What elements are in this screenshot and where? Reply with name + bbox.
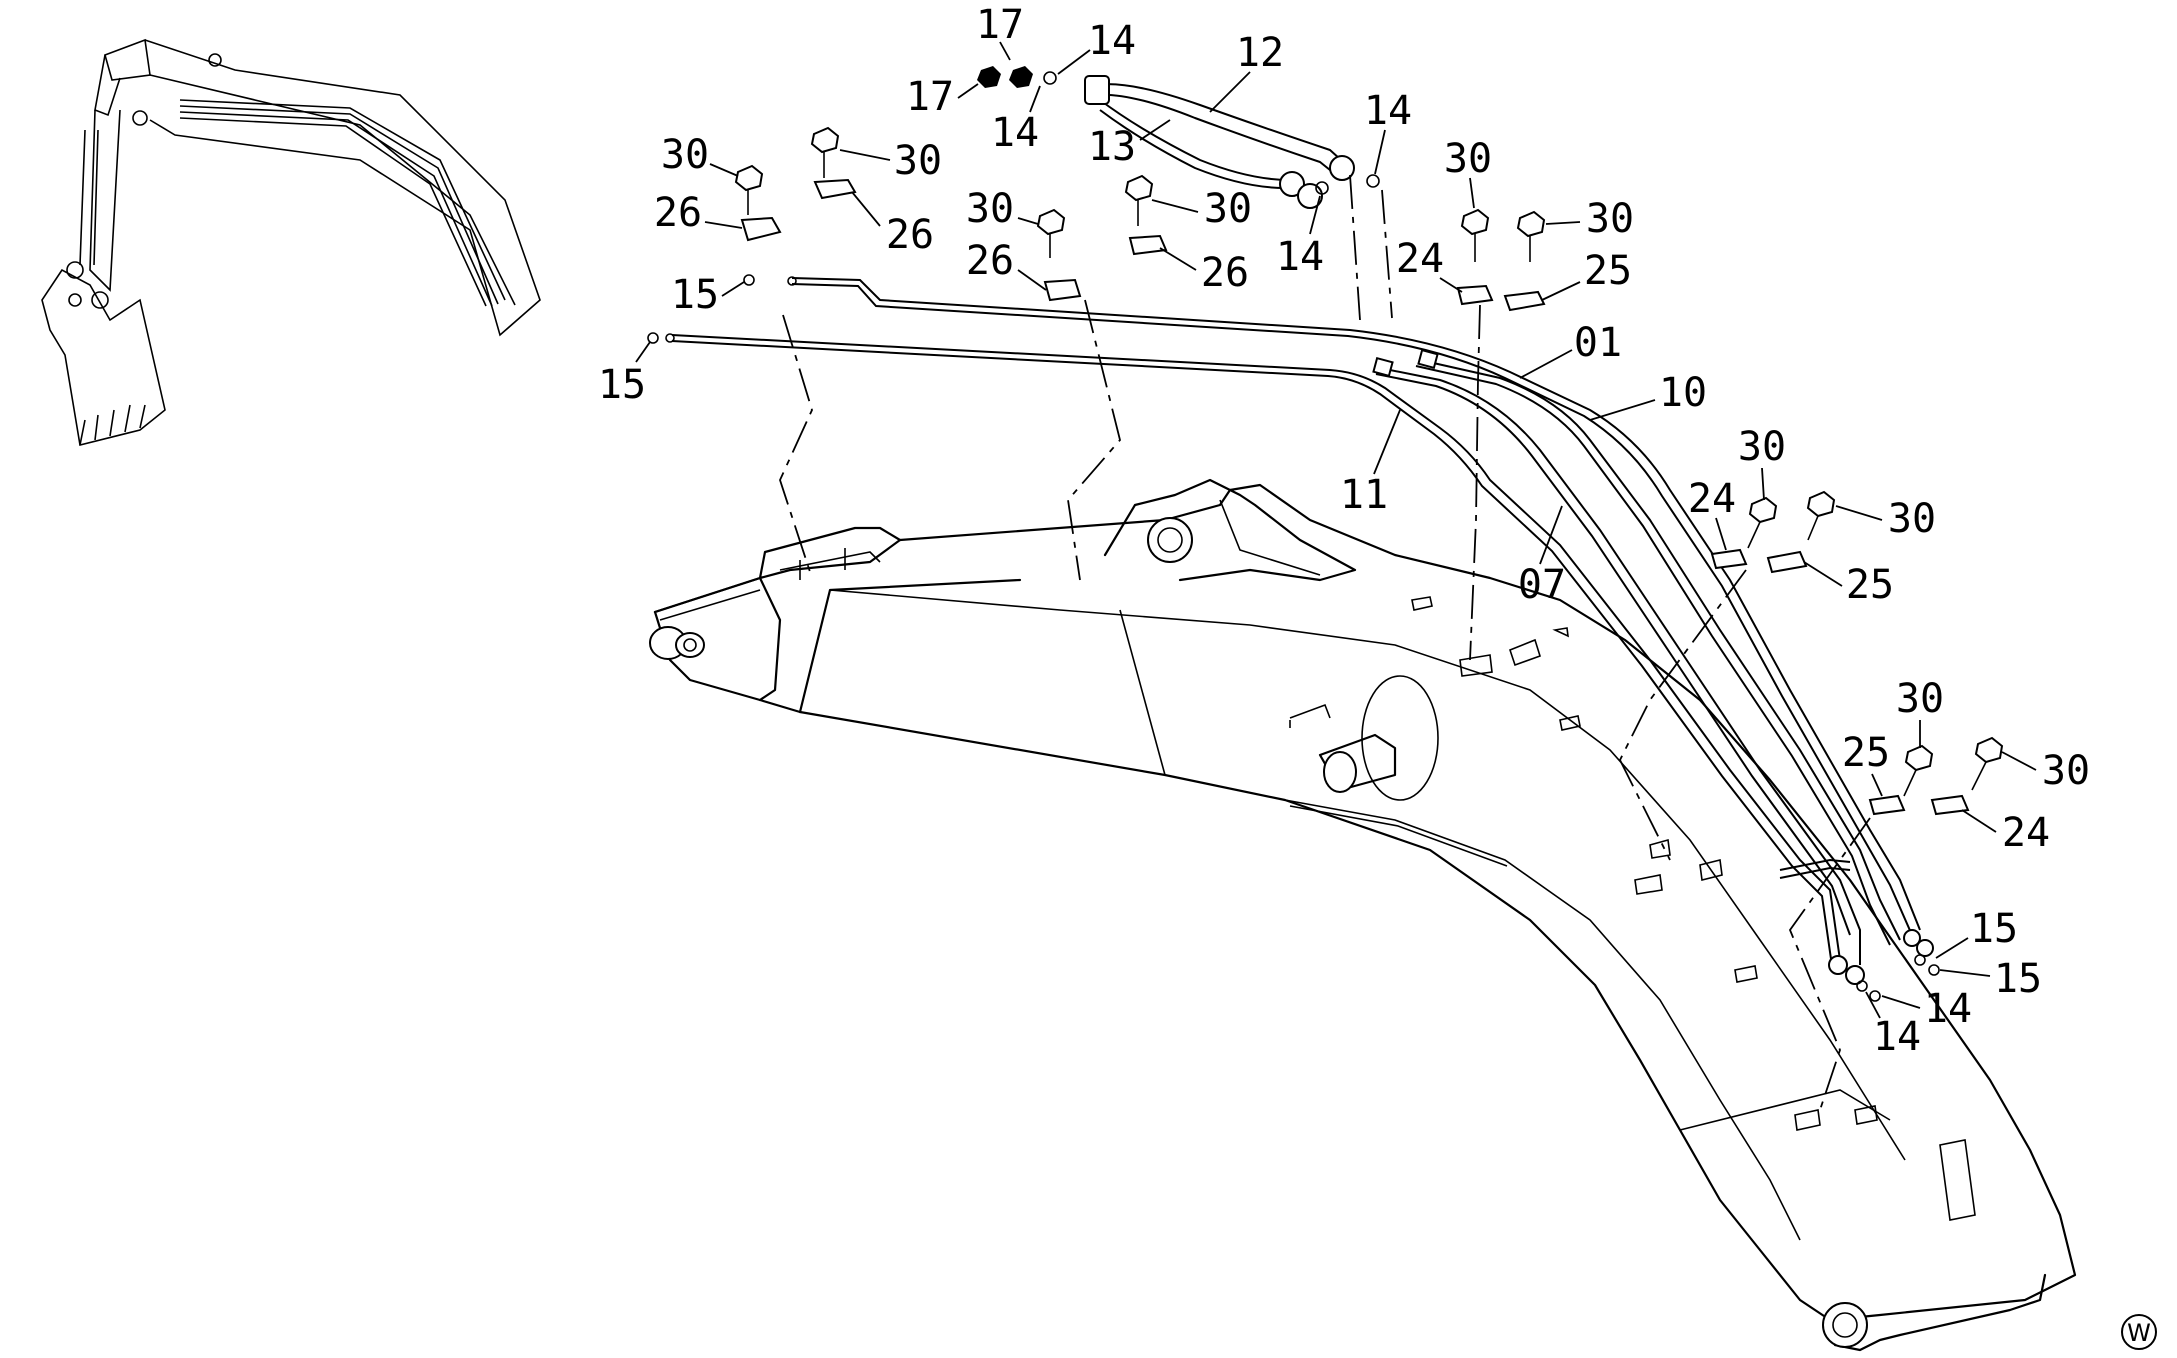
- svg-text:30: 30: [1444, 136, 1492, 182]
- callout-30-d: 30: [1151, 186, 1252, 232]
- callout-30-h: 30: [1835, 496, 1936, 542]
- hoses: [1084, 75, 1355, 209]
- svg-text:14: 14: [1088, 18, 1136, 64]
- svg-text:11: 11: [1340, 472, 1388, 518]
- assembly-guide-lines: [779, 174, 1871, 1111]
- bolt-3: [1036, 208, 1066, 258]
- callout-30-g: 30: [1738, 424, 1786, 501]
- callout-30-b: 30: [839, 138, 942, 184]
- callout-26-d: 26: [1159, 247, 1249, 296]
- corner-mark-w: W: [2121, 1314, 2157, 1350]
- bolt-1: [734, 164, 764, 215]
- svg-text:30: 30: [1896, 676, 1944, 722]
- svg-text:30: 30: [966, 186, 1014, 232]
- callout-13: 13: [1088, 119, 1171, 170]
- callout-15-a: 15: [671, 272, 745, 318]
- callout-11: 11: [1340, 409, 1401, 518]
- bolt-7: [1747, 496, 1778, 549]
- excavator-overview-inset: [41, 38, 541, 446]
- svg-text:14: 14: [1364, 88, 1412, 134]
- svg-text:15: 15: [1994, 956, 2042, 1002]
- callout-30-f: 30: [1545, 196, 1634, 242]
- svg-text:01: 01: [1574, 320, 1622, 366]
- callout-14-d: 14: [1276, 195, 1324, 280]
- callout-17-left: 17: [906, 74, 979, 120]
- bolt-8: [1806, 490, 1836, 541]
- svg-text:12: 12: [1236, 30, 1284, 76]
- callout-12: 12: [1209, 30, 1284, 113]
- callout-17-top: 17: [976, 2, 1024, 61]
- callout-14-c: 14: [1364, 88, 1412, 175]
- callout-26-b: 26: [851, 191, 934, 258]
- svg-text:25: 25: [1846, 562, 1894, 608]
- svg-text:24: 24: [1688, 476, 1736, 522]
- svg-text:25: 25: [1842, 730, 1890, 776]
- callout-24-c: 24: [1961, 809, 2050, 856]
- callout-30-j: 30: [2001, 748, 2090, 794]
- bolt-10: [1971, 736, 2004, 791]
- callout-14-b: 14: [991, 85, 1041, 156]
- svg-text:26: 26: [1201, 250, 1249, 296]
- svg-text:26: 26: [654, 190, 702, 236]
- svg-text:17: 17: [906, 74, 954, 120]
- svg-text:14: 14: [1924, 986, 1972, 1032]
- callout-15-d: 15: [1939, 956, 2042, 1002]
- callout-25-a: 25: [1541, 248, 1632, 301]
- svg-text:30: 30: [1888, 496, 1936, 542]
- svg-text:15: 15: [1970, 906, 2018, 952]
- hardware-parts: [647, 66, 2004, 1002]
- svg-text:24: 24: [2002, 810, 2050, 856]
- callout-25-b: 25: [1803, 561, 1894, 608]
- callout-15-b: 15: [598, 341, 651, 408]
- callout-24-b: 24: [1688, 476, 1736, 551]
- svg-text:26: 26: [966, 238, 1014, 284]
- svg-text:30: 30: [1586, 196, 1634, 242]
- svg-text:10: 10: [1659, 370, 1707, 416]
- svg-text:15: 15: [671, 272, 719, 318]
- svg-text:30: 30: [661, 132, 709, 178]
- bolt-9: [1903, 744, 1934, 797]
- bolt-2: [810, 126, 840, 178]
- bolt-5: [1460, 208, 1490, 262]
- svg-text:30: 30: [1738, 424, 1786, 470]
- svg-text:07: 07: [1518, 562, 1566, 608]
- svg-text:14: 14: [1873, 1014, 1921, 1060]
- svg-text:14: 14: [1276, 234, 1324, 280]
- callout-14-e: 14: [1881, 986, 1972, 1032]
- callout-labels: 17 17 14 14 12 13 14 14 30 26 30 26 30 2…: [598, 2, 2090, 1060]
- svg-text:14: 14: [991, 110, 1039, 156]
- bolt-6: [1516, 210, 1546, 262]
- callout-25-c: 25: [1842, 730, 1890, 797]
- callout-30-c: 30: [966, 186, 1039, 232]
- callout-26-c: 26: [966, 238, 1047, 291]
- svg-text:13: 13: [1088, 124, 1136, 170]
- callout-15-c: 15: [1935, 906, 2018, 959]
- callout-14-a: 14: [1057, 18, 1136, 75]
- callout-30-a: 30: [661, 132, 739, 178]
- svg-text:W: W: [2127, 1319, 2151, 1347]
- hydraulic-pipes: [665, 276, 1934, 985]
- svg-text:30: 30: [894, 138, 942, 184]
- svg-text:15: 15: [598, 362, 646, 408]
- callout-30-e: 30: [1444, 136, 1492, 209]
- callout-30-i: 30: [1896, 676, 1944, 748]
- callout-07: 07: [1518, 505, 1566, 608]
- svg-text:24: 24: [1396, 236, 1444, 282]
- callout-26-a: 26: [654, 190, 743, 236]
- callout-10: 10: [1589, 370, 1707, 421]
- callout-14-f: 14: [1865, 991, 1921, 1060]
- boom-structure: [649, 478, 2077, 1352]
- bolt-4: [1124, 174, 1154, 226]
- svg-text:26: 26: [886, 212, 934, 258]
- callout-01: 01: [1519, 320, 1622, 379]
- svg-text:17: 17: [976, 2, 1024, 48]
- svg-text:30: 30: [2042, 748, 2090, 794]
- callout-24-a: 24: [1396, 236, 1463, 293]
- svg-text:25: 25: [1584, 248, 1632, 294]
- svg-text:30: 30: [1204, 186, 1252, 232]
